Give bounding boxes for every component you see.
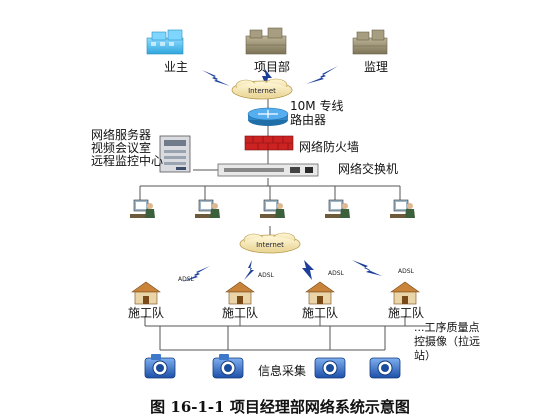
team-label: 施工队: [222, 306, 259, 320]
camera-note-label: ...工序质量点 控摄像（拉远 站）: [414, 321, 480, 362]
adsl-label: ADSL: [258, 272, 274, 279]
router-label: 10M 专线 路由器: [290, 99, 344, 127]
server-icon: [159, 135, 191, 173]
camera-icon: [314, 357, 346, 379]
internet-cloud-top-icon: [231, 78, 293, 100]
workstation-icon: [130, 199, 155, 218]
workstation-icon: [390, 199, 415, 218]
team-label: 施工队: [302, 306, 339, 320]
workstation-group: [130, 199, 415, 218]
internet-top-label: Internet: [248, 87, 276, 95]
adsl-label: ADSL: [398, 268, 414, 275]
project-dept-building-icon: [245, 27, 287, 55]
project-dept-label: 项目部: [254, 60, 291, 74]
team-label: 施工队: [388, 306, 425, 320]
camera-icon: [144, 354, 176, 379]
internet-cloud-bottom-icon: [239, 232, 301, 254]
team-house-icon: [390, 281, 420, 305]
workstation-icon: [325, 199, 350, 218]
workstation-icon: [260, 199, 285, 218]
internet-bottom-label: Internet: [256, 241, 284, 249]
wireless-link-icons-bottom: [182, 260, 382, 282]
supervisor-building-icon: [352, 29, 388, 55]
workstation-icon: [195, 199, 220, 218]
adsl-label: ADSL: [178, 276, 194, 283]
supervisor-label: 监理: [364, 60, 389, 74]
switch-label: 网络交换机: [338, 162, 399, 176]
connector-lines: [139, 98, 430, 351]
info-collect-label: 信息采集: [258, 364, 307, 378]
router-icon: [247, 107, 289, 126]
firewall-icon: [244, 135, 294, 151]
owner-label: 业主: [164, 60, 189, 74]
team-house-icon: [131, 281, 161, 305]
owner-building-icon: [146, 29, 184, 55]
network-switch-icon: [217, 163, 319, 177]
figure-caption: 图 16-1-1 项目经理部网络系统示意图: [150, 398, 410, 416]
server-label: 网络服务器 视频会议室 远程监控中心: [91, 128, 164, 168]
team-house-icon: [305, 281, 335, 305]
team-label: 施工队: [128, 306, 165, 320]
team-house-icon: [225, 281, 255, 305]
camera-icon: [369, 357, 401, 379]
adsl-label: ADSL: [328, 270, 344, 277]
firewall-label: 网络防火墙: [299, 140, 360, 154]
camera-icon: [212, 354, 244, 379]
